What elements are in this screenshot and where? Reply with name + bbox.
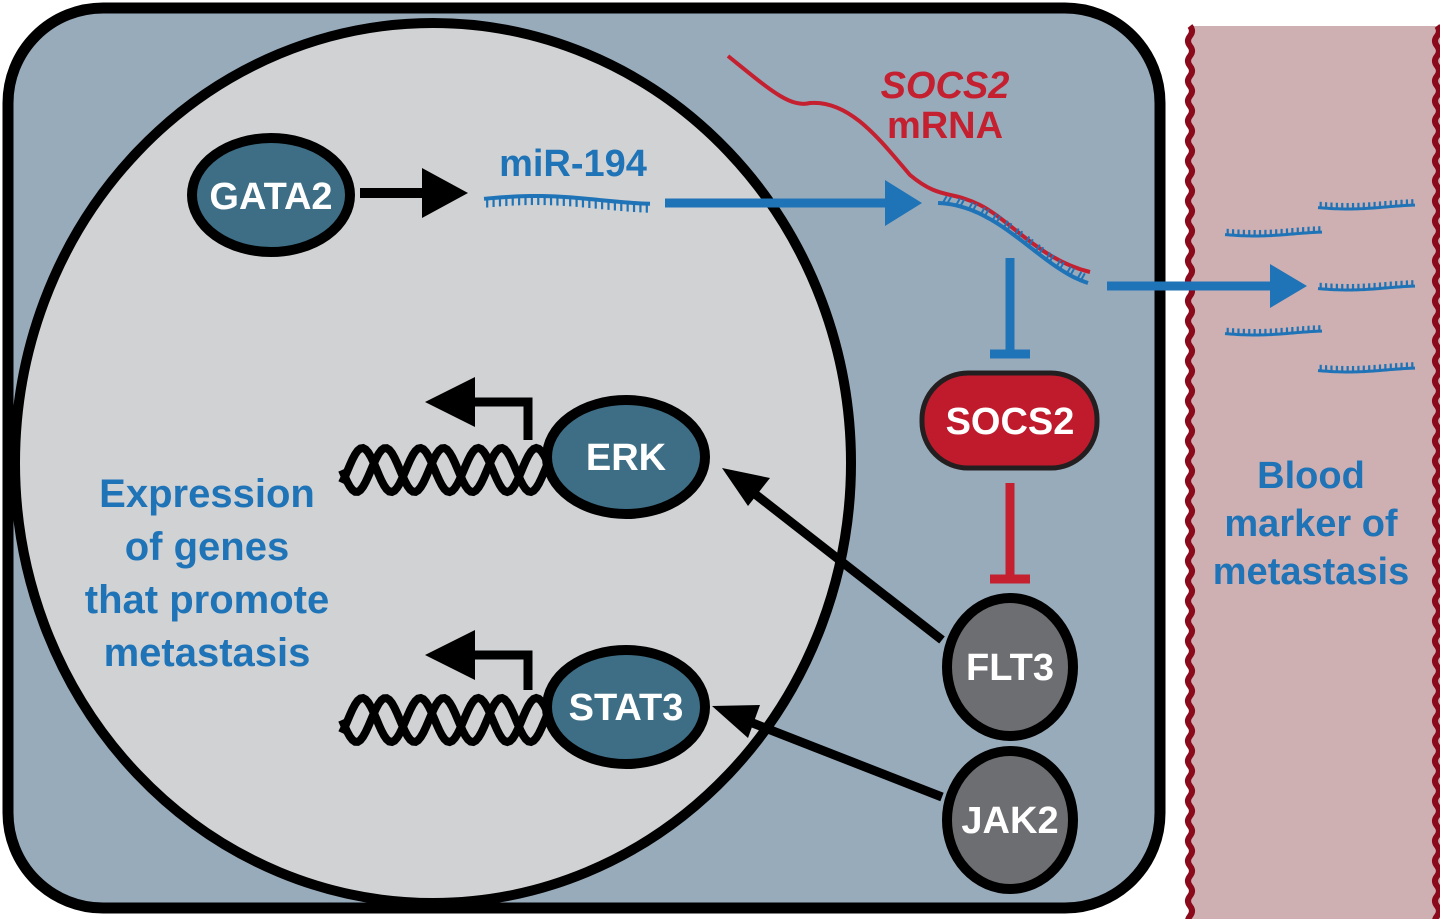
stat3-node: STAT3: [542, 645, 710, 769]
vessel-wall-left: [1185, 24, 1195, 919]
mrna-label-gene: SOCS2: [881, 65, 1010, 107]
flt3-label: FLT3: [966, 647, 1054, 689]
blood-label-line-1: Blood: [1257, 455, 1365, 497]
expression-label-line-4: metastasis: [104, 631, 311, 675]
secretion-arrow: [1107, 264, 1307, 308]
activation-arrow-jak2-stat3: [712, 705, 944, 802]
expression-label-line-2: of genes: [125, 525, 289, 569]
jak2-node: JAK2: [942, 746, 1078, 894]
transcription-arrow-erk: [425, 377, 533, 440]
activation-arrow-gata2-mir194: [360, 168, 468, 218]
inhibition-mrna-socs2: [990, 258, 1030, 359]
circulating-mirna-5: [1317, 362, 1416, 374]
circulating-mirna-1: [1317, 199, 1416, 211]
circulating-mirna-3: [1317, 280, 1416, 292]
gata2-label: GATA2: [209, 176, 332, 218]
bound-mir194-icon: [937, 195, 1089, 285]
transcription-arrow-stat3: [425, 630, 533, 690]
inhibition-socs2-flt3: [990, 483, 1030, 584]
socs2-protein-node: SOCS2: [919, 370, 1100, 471]
erk-label: ERK: [586, 437, 667, 479]
blood-label-line-3: metastasis: [1213, 551, 1409, 593]
blood-vessel: [1185, 24, 1440, 919]
expression-label-line-3: that promote: [85, 578, 329, 622]
circulating-mirna-2: [1224, 226, 1323, 238]
gata2-node: GATA2: [187, 133, 355, 257]
vessel-lumen: [1190, 26, 1440, 919]
socs2-mrna-strand: [726, 54, 1091, 274]
erk-node: ERK: [542, 395, 710, 519]
circulating-mirna-4: [1224, 325, 1323, 337]
expression-label-line-1: Expression: [99, 472, 315, 516]
dna-helix-erk-icon: [338, 443, 556, 497]
dna-helix-stat3-icon: [338, 693, 556, 747]
stat3-label: STAT3: [569, 687, 684, 729]
dna-strand-2: [338, 443, 556, 497]
dna-strand-2: [338, 693, 556, 747]
vessel-wall-right: [1432, 24, 1440, 919]
mrna-label-type: mRNA: [887, 105, 1003, 147]
circulating-mirna-icons: [1224, 199, 1416, 374]
jak2-label: JAK2: [961, 800, 1058, 842]
mir194-strand-icon: [483, 194, 651, 213]
blood-label-line-2: marker of: [1224, 503, 1398, 545]
activation-arrow-flt3-erk: [722, 468, 945, 644]
mir194-nucleus-strand: [483, 194, 651, 213]
socs2-protein-label: SOCS2: [946, 401, 1075, 443]
mir194-label: miR-194: [499, 143, 647, 185]
flt3-node: FLT3: [942, 593, 1078, 741]
activation-arrow-mir194-mrna: [665, 180, 922, 226]
